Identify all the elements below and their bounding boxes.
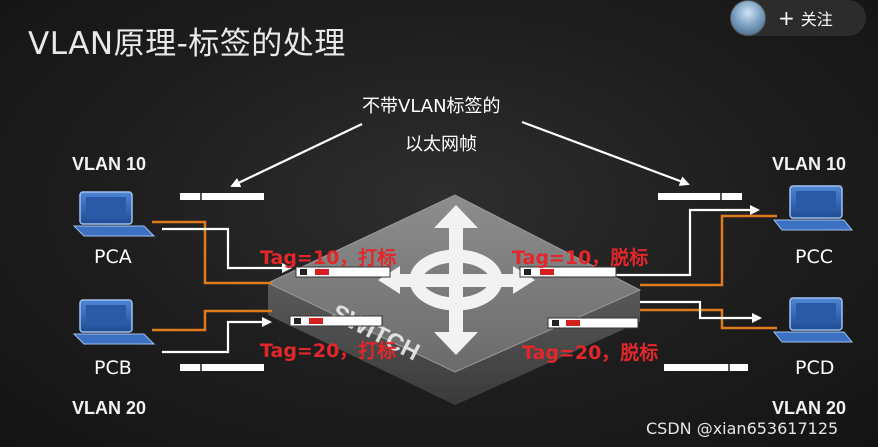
slide-title: VLAN原理-标签的处理	[28, 26, 346, 62]
avatar[interactable]	[730, 0, 766, 36]
tagged-frames	[289, 266, 639, 329]
pc-name-pcd: PCD	[795, 357, 835, 379]
pc-name-pca: PCA	[94, 246, 132, 268]
frame-untagged-pcd	[664, 364, 748, 371]
switch-side-front	[268, 283, 640, 405]
vlan-label-pcd: VLAN 20	[772, 398, 847, 418]
follow-label: 关注	[800, 10, 833, 29]
switch-emblem-icon	[378, 205, 535, 355]
pc-icon-pcb	[72, 299, 156, 345]
frame-untagged-pcb	[180, 364, 264, 371]
note-line-2: 以太网帧	[405, 134, 477, 155]
arrow-note-right	[521, 120, 690, 186]
pc-name-pcc: PCC	[795, 246, 833, 268]
note-line-1: 不带VLAN标签的	[362, 96, 501, 117]
vlan-label-pcc: VLAN 10	[772, 154, 847, 174]
frame-tagged-10-in	[295, 266, 391, 278]
frame-tagged-10-out	[519, 266, 617, 278]
arrow-pca-in	[162, 227, 292, 273]
tag-label-20-in: Tag=20，打标	[260, 340, 397, 362]
frame-tagged-20-in	[289, 315, 383, 327]
switch: SWITCH	[266, 194, 642, 405]
link-pca	[152, 220, 272, 285]
pc-icon-pcc	[772, 185, 854, 231]
watermark: CSDN @xian653617125	[646, 419, 839, 438]
frame-untagged-right	[658, 193, 742, 200]
vlan-label-pcb: VLAN 20	[72, 398, 147, 418]
pc-name-pcb: PCB	[94, 357, 132, 379]
frame-arrows	[162, 120, 762, 354]
tag-label-10-out: Tag=10，脱标	[512, 247, 649, 269]
plus-icon: +	[778, 6, 795, 30]
link-pcb	[152, 309, 272, 332]
tag-label-10-in: Tag=10，打标	[260, 247, 397, 269]
arrow-pcd-out	[640, 300, 762, 323]
arrow-pcb-in	[162, 317, 272, 354]
frame-tagged-20-out	[547, 317, 639, 329]
pc-icon-pcd	[772, 297, 854, 343]
link-pcc	[640, 214, 777, 287]
arrow-note-left	[230, 123, 363, 188]
arrow-pcc-out	[578, 205, 760, 277]
frame-untagged-left	[180, 193, 264, 200]
follow-button[interactable]: + 关注	[730, 0, 866, 36]
tag-label-20-out: Tag=20，脱标	[522, 342, 659, 364]
untagged-frames	[180, 193, 748, 371]
pc-icon-pca	[72, 191, 156, 237]
vlan-label-pca: VLAN 10	[72, 154, 147, 174]
